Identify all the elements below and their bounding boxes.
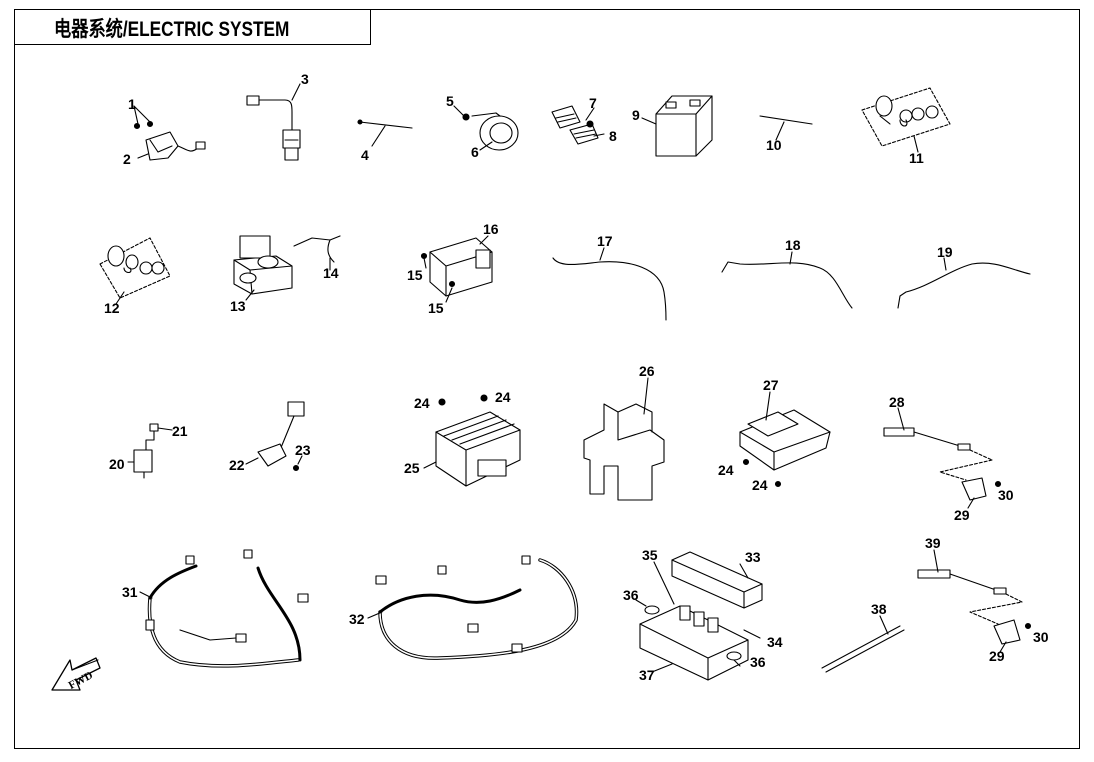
part-sensor-28 [883, 427, 1002, 501]
part-rod-10 [759, 115, 813, 125]
part-fuse-box [639, 551, 763, 681]
callout-26: 26 [639, 363, 655, 379]
callout-13: 13 [230, 298, 246, 314]
callout-31: 31 [122, 584, 138, 600]
callout-33: 33 [745, 549, 761, 565]
part-bracket-26 [583, 403, 665, 501]
callout-16: 16 [483, 221, 499, 237]
callout-4: 4 [361, 147, 369, 163]
callout-15a: 15 [407, 267, 423, 283]
part-connectors [551, 105, 599, 145]
callout-29a: 29 [954, 507, 970, 523]
callout-3: 3 [301, 71, 309, 87]
callout-8: 8 [609, 128, 617, 144]
callout-15b: 15 [428, 300, 444, 316]
callout-27: 27 [763, 377, 779, 393]
part-horn [462, 112, 519, 151]
part-kit-11 [861, 87, 951, 147]
callout-39: 39 [925, 535, 941, 551]
callout-24b: 24 [495, 389, 511, 405]
part-ecu [739, 409, 831, 488]
callout-34: 34 [767, 634, 783, 650]
callout-30b: 30 [1033, 629, 1049, 645]
part-wire-19 [897, 262, 1031, 309]
callout-2: 2 [123, 151, 131, 167]
callout-38: 38 [871, 601, 887, 617]
part-speed-sensor [257, 401, 305, 472]
part-module-16 [420, 237, 493, 297]
callout-1: 1 [128, 96, 136, 112]
diagram-frame [14, 9, 1080, 749]
callout-6: 6 [471, 144, 479, 160]
callout-5: 5 [446, 93, 454, 109]
callout-21: 21 [172, 423, 188, 439]
title-box [14, 9, 371, 45]
callout-18: 18 [785, 237, 801, 253]
callout-36a: 36 [623, 587, 639, 603]
callout-37: 37 [639, 667, 655, 683]
callout-10: 10 [766, 137, 782, 153]
callout-24c: 24 [718, 462, 734, 478]
part-flasher [133, 423, 159, 479]
callout-36b: 36 [750, 654, 766, 670]
callout-32: 32 [349, 611, 365, 627]
part-relay [233, 235, 293, 295]
callout-22: 22 [229, 457, 245, 473]
callout-17: 17 [597, 233, 613, 249]
part-harness-31 [145, 549, 309, 668]
callout-30a: 30 [998, 487, 1014, 503]
callout-24a: 24 [414, 395, 430, 411]
part-cable-14 [293, 235, 341, 263]
part-sensor [246, 95, 301, 161]
part-ignition-switch [133, 120, 206, 161]
page-title: 电器系统/ELECTRIC SYSTEM [54, 18, 290, 41]
part-regulator [435, 394, 521, 487]
callout-35: 35 [642, 547, 658, 563]
callout-23: 23 [295, 442, 311, 458]
part-wire-17 [552, 257, 667, 321]
part-sensor-39 [917, 569, 1032, 645]
callout-9: 9 [632, 107, 640, 123]
part-harness-32 [375, 555, 579, 660]
callout-7: 7 [589, 95, 597, 111]
part-wire-18 [721, 261, 853, 309]
part-battery [655, 95, 713, 157]
callout-12: 12 [104, 300, 120, 316]
fwd-arrow-icon [51, 657, 101, 691]
part-kit-12 [99, 237, 171, 299]
callout-20: 20 [109, 456, 125, 472]
callout-14: 14 [323, 265, 339, 281]
callout-28: 28 [889, 394, 905, 410]
callout-11: 11 [909, 150, 924, 166]
callout-25: 25 [404, 460, 420, 476]
part-cable-38 [821, 625, 905, 673]
part-rod-4 [359, 121, 413, 129]
callout-24d: 24 [752, 477, 768, 493]
callout-19: 19 [937, 244, 953, 260]
callout-29b: 29 [989, 648, 1005, 664]
